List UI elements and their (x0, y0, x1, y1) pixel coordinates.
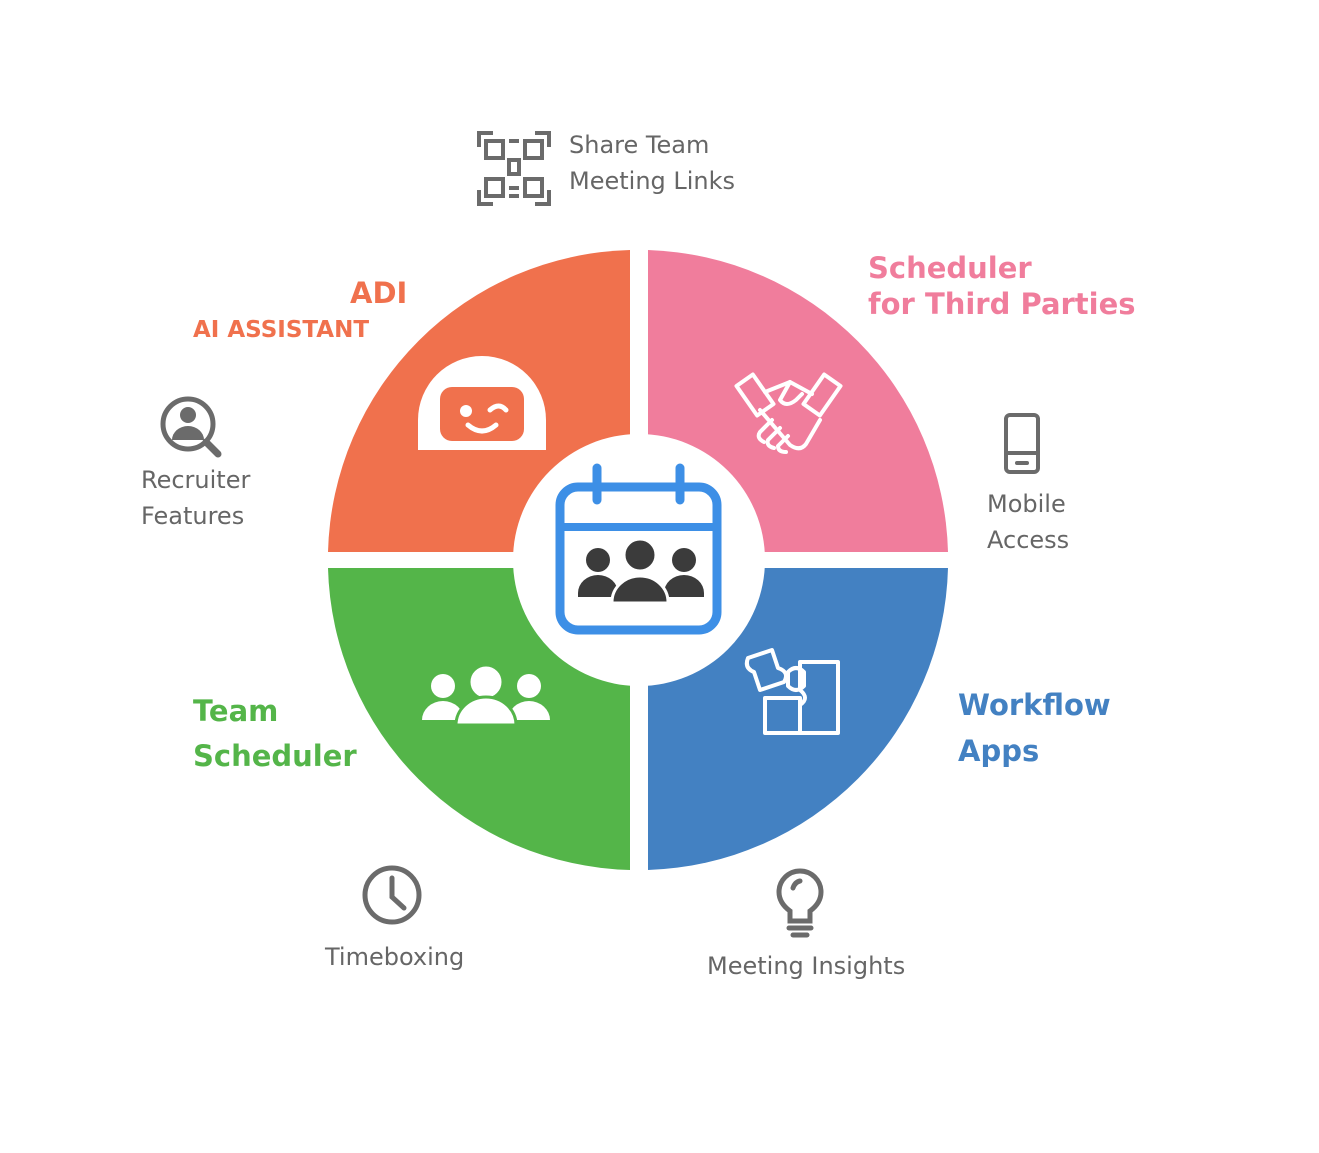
mobile-access-label: Mobile Access (987, 486, 1069, 558)
adi-title: ADI (350, 276, 408, 310)
lightbulb-icon (776, 868, 824, 938)
user-search-icon (160, 396, 222, 458)
group-people-icon (422, 663, 550, 727)
qr-code-icon (477, 131, 551, 206)
timeboxing-label: Timeboxing (325, 943, 465, 971)
team-scheduler-label: Team Scheduler (193, 689, 357, 779)
team-scheduler-line2: Scheduler (193, 738, 357, 773)
puzzle-pieces-icon (744, 648, 840, 735)
handshake-icon (734, 372, 843, 454)
clock-icon (362, 865, 422, 925)
recruiter-features-label: Recruiter Features (141, 462, 250, 534)
scheduler-third-parties-line2: for Third Parties (868, 287, 1136, 322)
meeting-insights-label: Meeting Insights (707, 952, 906, 980)
team-scheduler-line1: Team (193, 694, 279, 728)
scheduler-third-parties-line1: Scheduler (868, 251, 1032, 285)
recruiter-features-line1: Recruiter (141, 466, 251, 494)
share-team-links-line1: Share Team (569, 131, 710, 159)
mobile-access-line2: Access (987, 526, 1070, 554)
calendar-team-icon (555, 463, 722, 635)
robot-face-icon (418, 356, 546, 450)
recruiter-features-line2: Features (141, 502, 245, 530)
share-team-links-label: Share Team Meeting Links (569, 127, 735, 199)
scheduler-third-parties-label: Scheduler for Third Parties (868, 250, 1136, 323)
share-team-links-line2: Meeting Links (569, 167, 736, 195)
workflow-apps-label: Workflow Apps (958, 682, 1111, 775)
adi-subtitle: AI ASSISTANT (193, 317, 370, 343)
workflow-apps-line1: Workflow (958, 688, 1111, 722)
workflow-apps-line2: Apps (958, 734, 1040, 769)
mobile-access-line1: Mobile (987, 490, 1066, 518)
mobile-phone-icon (1004, 413, 1040, 474)
